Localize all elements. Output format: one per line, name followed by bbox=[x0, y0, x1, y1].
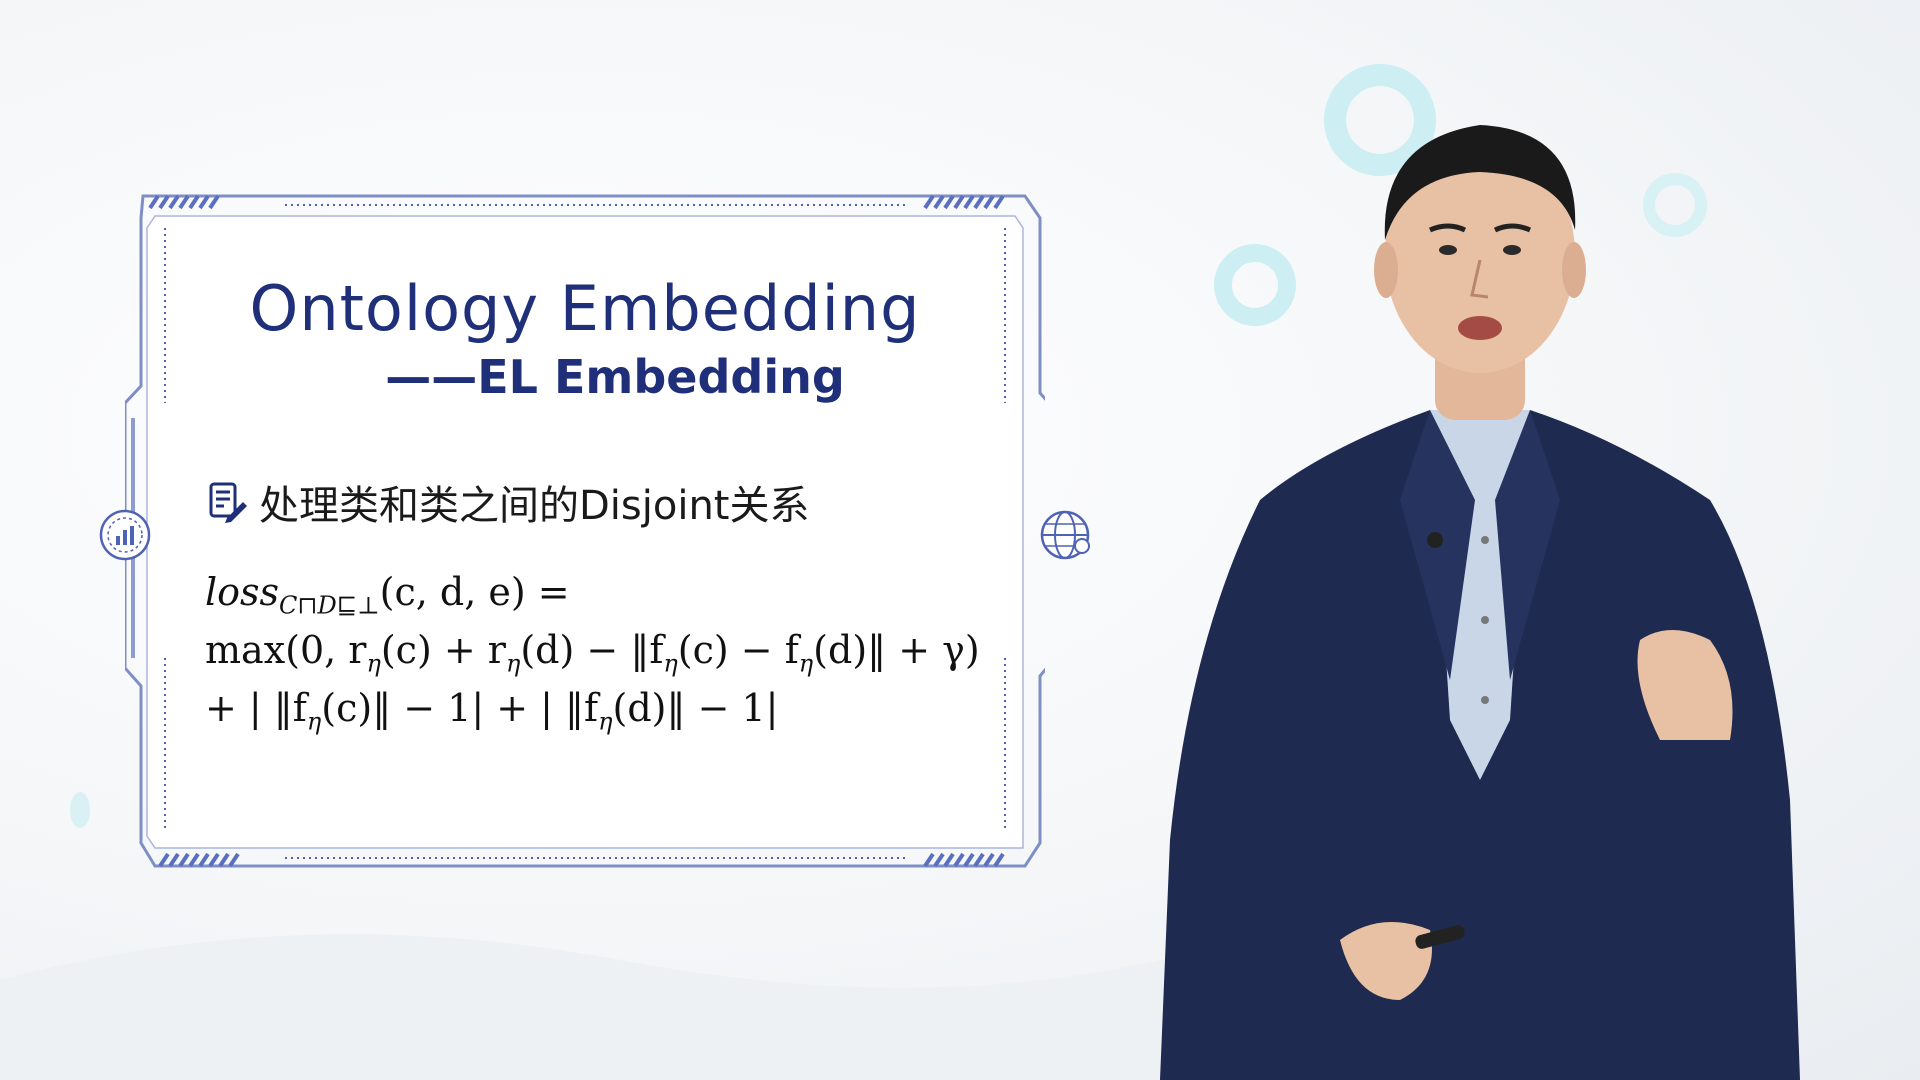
presenter-hand-lower bbox=[1340, 922, 1432, 1000]
bg-wave bbox=[0, 934, 1200, 1080]
formula-line-3: + | ‖fη(c)‖ − 1| + | ‖fη(d)‖ − 1| bbox=[205, 679, 980, 737]
panel-frame bbox=[125, 194, 1045, 868]
formula-sub: η bbox=[366, 649, 381, 678]
presenter bbox=[1160, 125, 1800, 1080]
bullet-text: 处理类和类之间的Disjoint关系 bbox=[259, 483, 810, 529]
formula-loss: loss bbox=[205, 570, 280, 614]
formula-sub: η bbox=[306, 707, 322, 736]
frame-stripes-top-left bbox=[148, 194, 220, 210]
slide-subtitle: ——EL Embedding bbox=[385, 350, 845, 404]
frame-stripes-bottom-left bbox=[158, 852, 240, 868]
formula-sub: η bbox=[505, 649, 521, 678]
formula-sub: η bbox=[598, 707, 613, 736]
globe-icon bbox=[1040, 510, 1090, 560]
formula-part: (c)‖ − 1| + | ‖f bbox=[321, 686, 599, 730]
formula-part: (d) − ‖f bbox=[520, 628, 664, 672]
formula-loss-subscript: C⊓D⊑⊥ bbox=[279, 591, 380, 620]
chart-badge-icon bbox=[99, 509, 151, 561]
formula-part: (d)‖ + γ) bbox=[813, 628, 980, 672]
formula-part: (c) + r bbox=[380, 628, 506, 672]
remote-control bbox=[1415, 925, 1465, 949]
formula-line-1: lossC⊓D⊑⊥(c, d, e) = bbox=[205, 563, 980, 621]
presenter-hair bbox=[1384, 125, 1576, 240]
slide-panel: Ontology Embedding ——EL Embedding 处理类和类之… bbox=[125, 188, 1045, 870]
bg-dot-1 bbox=[70, 792, 90, 828]
formula-part: max(0, r bbox=[205, 628, 367, 672]
formula-args: (c, d, e) = bbox=[379, 570, 570, 614]
frame-stripes-bottom-right bbox=[923, 852, 1005, 868]
formula-part: + | ‖f bbox=[205, 686, 307, 730]
frame-stripes-top-right bbox=[923, 194, 1005, 210]
formula-part: (c) − f bbox=[677, 628, 799, 672]
formula-part: (d)‖ − 1| bbox=[612, 686, 779, 730]
bullet-item: 处理类和类之间的Disjoint关系 bbox=[205, 473, 810, 531]
formula-sub: η bbox=[798, 649, 814, 678]
formula-line-2: max(0, rη(c) + rη(d) − ‖fη(c) − fη(d)‖ +… bbox=[205, 621, 980, 679]
presenter-head bbox=[1385, 137, 1575, 373]
presenter-hand-raised bbox=[1637, 630, 1733, 740]
slide-title: Ontology Embedding bbox=[249, 272, 921, 345]
formula-sub: η bbox=[663, 649, 678, 678]
loss-formula: lossC⊓D⊑⊥(c, d, e) = max(0, rη(c) + rη(d… bbox=[205, 563, 980, 737]
document-edit-icon bbox=[209, 482, 247, 523]
